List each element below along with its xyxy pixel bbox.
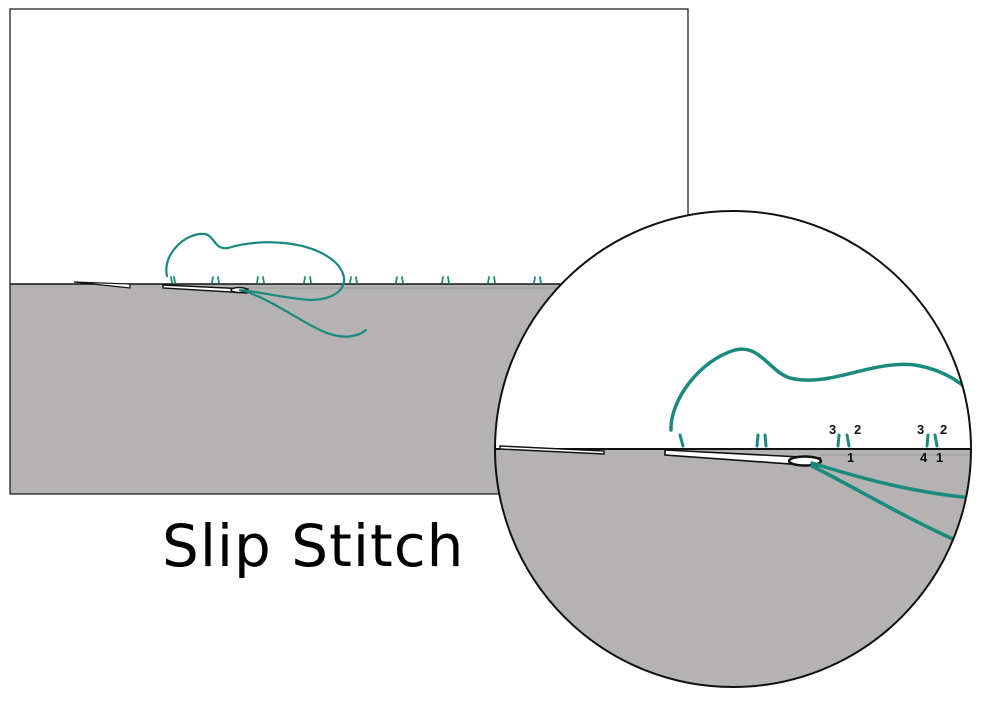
stitch [836,433,851,448]
stitch [925,433,939,448]
label-3-right: 3 [917,422,924,437]
thread-loop [165,232,346,302]
magnifier-lens: 3 2 1 3 2 4 1 [494,210,972,688]
lens-border [494,210,972,688]
label-4-right: 4 [920,450,928,465]
label-1-left: 1 [847,450,854,465]
lens-stitches [678,433,939,448]
needle-shadow [73,281,131,289]
stitch [170,276,176,284]
stitch [349,276,358,284]
stitch [678,433,685,448]
label-2-right: 2 [940,422,947,437]
stitch [755,433,768,448]
thread-tail-upper [810,461,971,500]
stitch [487,276,496,284]
thread-tail-lower [810,464,957,542]
needle [162,284,249,294]
needle-icon [73,281,249,294]
needle-shadow [499,445,605,455]
thread-icon [165,232,368,338]
stitch-row [170,276,542,284]
stitch [211,276,220,284]
stitch [303,276,312,284]
stitch-numbers: 3 2 1 3 2 4 1 [829,422,947,465]
stitch [441,276,450,284]
thread-tail [243,289,368,338]
lens-lower [495,449,971,687]
stitch [256,276,265,284]
stitch [533,276,542,284]
upper-fabric [10,9,688,284]
label-1-right: 1 [936,450,943,465]
thread-arc [669,347,971,432]
stitch [395,276,404,284]
label-3-left: 3 [829,422,836,437]
diagram-title: Slip Stitch [162,512,465,580]
label-2-left: 2 [854,422,861,437]
